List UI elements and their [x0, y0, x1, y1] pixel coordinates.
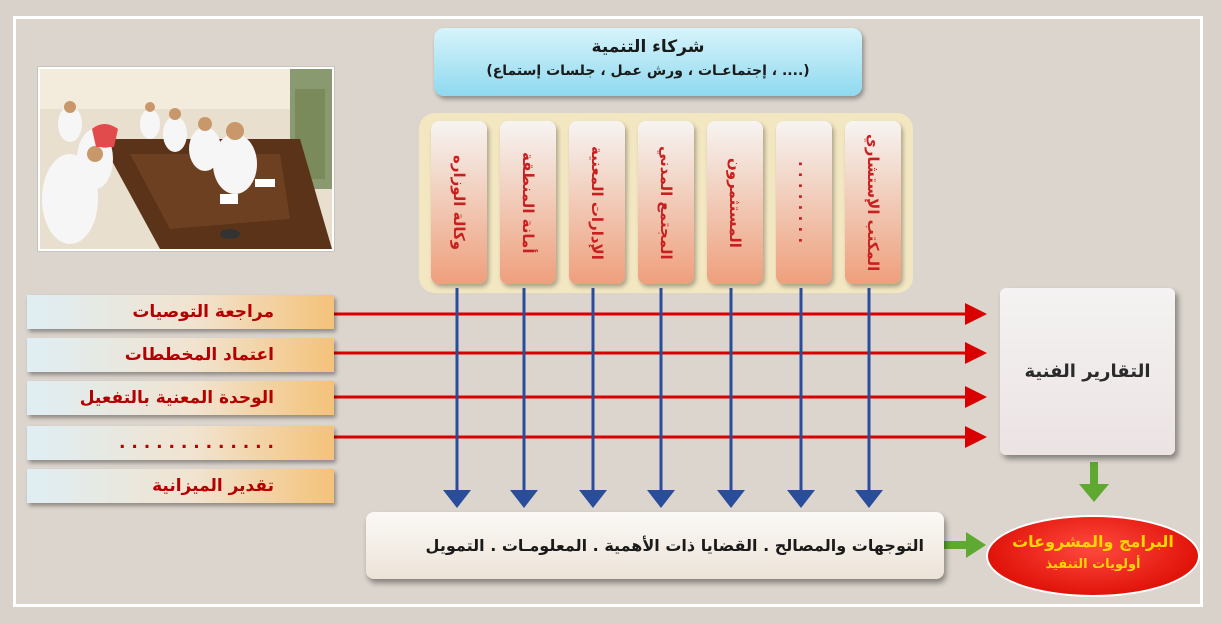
left-item-activation-unit: الوحدة المعنية بالتفعيل: [27, 381, 334, 415]
pillar-consultant-office: المكتب الإستشاري: [845, 121, 901, 284]
inputs-bar: التوجهات والمصالح . القضايا ذات الأهمية …: [366, 512, 944, 579]
pillar-label: المكتب الإستشاري: [864, 133, 882, 272]
left-item-label: تقدير الميزانية: [152, 476, 274, 496]
pillar-other: . . . . . . . .: [776, 121, 832, 284]
left-item-budget-estimate: تقدير الميزانية: [27, 469, 334, 503]
pillar-label: . . . . . . . .: [795, 161, 813, 244]
technical-reports-label: التقارير الفنية: [1024, 361, 1151, 382]
pillar-investors: المستثمرون: [707, 121, 763, 284]
partners-box: شركاء التنمية (إجتماعـات ، ورش عمل ، جلس…: [434, 28, 862, 96]
green-arrows: [944, 462, 1109, 558]
red-arrows: [334, 312, 968, 439]
red-arrowhead-3: [965, 386, 987, 408]
inputs-bar-label: التوجهات والمصالح . القضايا ذات الأهمية …: [425, 536, 924, 555]
red-arrowhead-4: [965, 426, 987, 448]
left-item-review-recommendations: مراجعة التوصيات: [27, 295, 334, 329]
pillar-label: وكالة الوزاره: [450, 154, 468, 251]
programs-oval: البرامج والمشروعات أولويات التنفيذ: [986, 515, 1200, 597]
red-arrowhead-2: [965, 342, 987, 364]
partners-subtitle: (إجتماعـات ، ورش عمل ، جلسات إستماع ، ..…: [486, 63, 810, 79]
left-item-label: الوحدة المعنية بالتفعيل: [79, 388, 274, 408]
pillar-concerned-departments: الإدارات المعنية: [569, 121, 625, 284]
pillar-label: المستثمرون: [726, 157, 744, 248]
blue-arrows: [455, 288, 871, 492]
left-item-label: اعتماد المخططات: [124, 345, 274, 365]
pillar-region-municipality: أمانة المنطقة: [500, 121, 556, 284]
left-item-label: . . . . . . . . . . . . .: [119, 433, 274, 453]
programs-title: البرامج والمشروعات: [1012, 532, 1174, 551]
red-arrowhead-1: [965, 303, 987, 325]
left-item-label: مراجعة التوصيات: [132, 302, 274, 322]
left-item-approve-plans: اعتماد المخططات: [27, 338, 334, 372]
pillar-label: أمانة المنطقة: [519, 151, 537, 254]
technical-reports-box: التقارير الفنية: [1000, 288, 1175, 455]
pillar-label: الإدارات المعنية: [588, 145, 606, 260]
pillar-civil-society: المجتمع المدني: [638, 121, 694, 284]
pillar-label: المجتمع المدني: [657, 145, 675, 260]
programs-subtitle: أولويات التنفيذ: [1045, 557, 1141, 572]
pillar-ministry-agency: وكالة الوزاره: [431, 121, 487, 284]
partners-title: شركاء التنمية: [591, 37, 705, 57]
meeting-photo: [37, 66, 335, 252]
left-item-more: . . . . . . . . . . . . .: [27, 426, 334, 460]
